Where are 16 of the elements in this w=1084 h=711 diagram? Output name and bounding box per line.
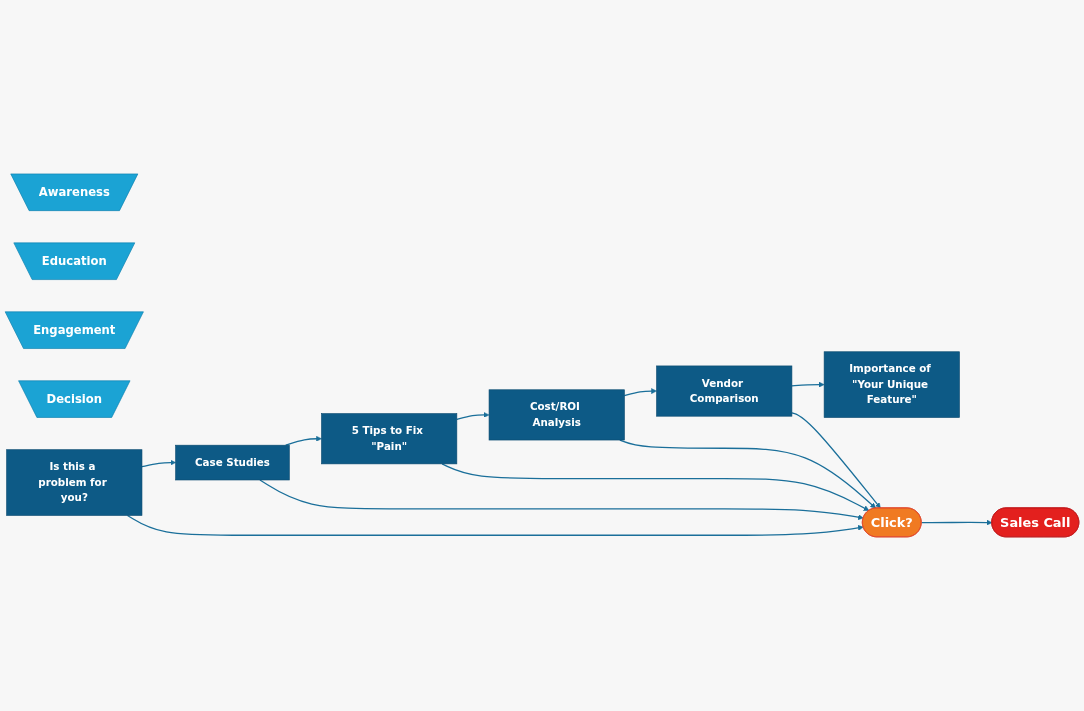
arrow bbox=[141, 459, 176, 468]
arrow bbox=[285, 436, 322, 446]
arrow bbox=[791, 412, 881, 509]
node-box: Vendor Comparison bbox=[656, 365, 793, 417]
arrow bbox=[126, 514, 864, 536]
node-box: Case Studies bbox=[175, 445, 290, 481]
arrow bbox=[920, 519, 993, 526]
arrow bbox=[259, 479, 864, 521]
node-box: 5 Tips to Fix "Pain" bbox=[321, 413, 458, 465]
node-box: Is this a problem for you? bbox=[6, 449, 143, 516]
node-box: Importance of "Your Unique Feature" bbox=[823, 351, 960, 418]
arrow bbox=[623, 388, 657, 397]
arrow bbox=[791, 381, 825, 388]
node-box: Cost/ROI Analysis bbox=[488, 389, 625, 441]
arrow bbox=[456, 412, 490, 421]
arrow bbox=[441, 463, 870, 511]
